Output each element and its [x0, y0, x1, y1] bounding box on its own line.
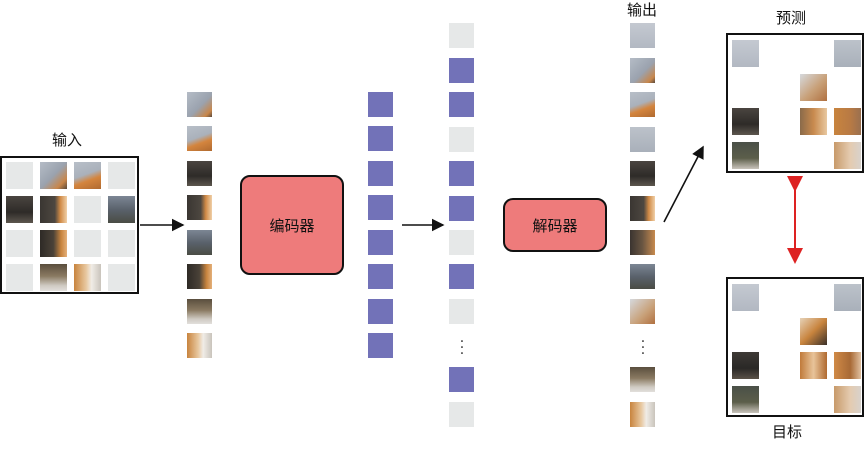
- token: [449, 92, 474, 117]
- masked-patch: [6, 230, 33, 257]
- output-patches-column: ···: [630, 23, 656, 428]
- token: [449, 58, 474, 83]
- mask-token: [449, 299, 474, 324]
- decoder-label: 解码器: [532, 216, 578, 235]
- reconstructed-patch: [630, 196, 655, 221]
- token: [368, 264, 393, 289]
- target-patch: [800, 352, 827, 379]
- reconstructed-patch: [630, 58, 655, 83]
- reconstructed-patch: [630, 264, 655, 289]
- reconstructed-patch: [630, 23, 655, 48]
- image-patch: [187, 126, 212, 151]
- reconstructed-patch: [630, 92, 655, 117]
- input-image-grid: [0, 156, 139, 294]
- vertical-ellipsis-icon: ···: [459, 334, 465, 362]
- masked-patch: [108, 162, 135, 189]
- masked-patch: [74, 196, 101, 223]
- image-patch: [74, 162, 101, 189]
- reconstructed-patch: [630, 367, 655, 392]
- image-patch: [108, 196, 135, 223]
- masked-patch: [6, 162, 33, 189]
- token: [368, 230, 393, 255]
- image-patch: [187, 264, 212, 289]
- reconstructed-patch: [630, 299, 655, 324]
- token: [449, 161, 474, 186]
- target-patch: [800, 318, 827, 345]
- image-patch: [74, 264, 101, 291]
- token: [449, 367, 474, 392]
- mask-token: [449, 127, 474, 152]
- prediction-label: 预测: [776, 9, 807, 27]
- masked-patch: [74, 230, 101, 257]
- token: [368, 161, 393, 186]
- target-patch: [834, 284, 861, 311]
- target-patch: [834, 352, 861, 379]
- mask-token: [449, 402, 474, 427]
- image-patch: [40, 196, 67, 223]
- visible-patches-column: [187, 92, 213, 360]
- token: [368, 126, 393, 151]
- target-patch: [732, 386, 759, 413]
- token: [449, 196, 474, 221]
- image-patch: [187, 299, 212, 324]
- decoder-block: 解码器: [503, 198, 607, 252]
- input-label: 输入: [52, 131, 83, 149]
- mask-token: [449, 230, 474, 255]
- predicted-patch: [834, 142, 861, 169]
- image-patch: [40, 230, 67, 257]
- masked-patch: [108, 264, 135, 291]
- mask-token: [449, 23, 474, 48]
- reconstructed-patch: [630, 161, 655, 186]
- image-patch: [40, 264, 67, 291]
- image-patch: [187, 161, 212, 186]
- target-patch: [732, 284, 759, 311]
- encoded-tokens-column: [368, 92, 394, 360]
- masked-patch: [6, 264, 33, 291]
- image-patch: [187, 195, 212, 220]
- full-token-sequence-column: ···: [449, 23, 475, 428]
- vertical-ellipsis-icon: ···: [640, 334, 646, 362]
- predicted-patch: [834, 40, 861, 67]
- token: [368, 333, 393, 358]
- reconstructed-patch: [630, 230, 655, 255]
- image-patch: [187, 230, 212, 255]
- output-label: 输出: [627, 1, 658, 19]
- image-patch: [187, 333, 212, 358]
- encoder-label: 编码器: [269, 216, 315, 235]
- encoder-block: 编码器: [240, 175, 344, 275]
- image-patch: [187, 92, 212, 117]
- reconstructed-patch: [630, 402, 655, 427]
- token: [449, 264, 474, 289]
- target-patch: [834, 386, 861, 413]
- output-to-prediction-arrow: [663, 145, 704, 223]
- predicted-patch: [732, 40, 759, 67]
- image-patch: [6, 196, 33, 223]
- prediction-grid: [726, 33, 864, 173]
- token: [368, 195, 393, 220]
- reconstructed-patch: [630, 127, 655, 152]
- token: [368, 299, 393, 324]
- target-grid: [726, 277, 864, 417]
- predicted-patch: [800, 108, 827, 135]
- predicted-patch: [732, 142, 759, 169]
- target-label: 目标: [772, 423, 803, 441]
- predicted-patch: [732, 108, 759, 135]
- masked-patch: [108, 230, 135, 257]
- image-patch: [40, 162, 67, 189]
- predicted-patch: [800, 74, 827, 101]
- predicted-patch: [834, 108, 861, 135]
- token: [368, 92, 393, 117]
- target-patch: [732, 352, 759, 379]
